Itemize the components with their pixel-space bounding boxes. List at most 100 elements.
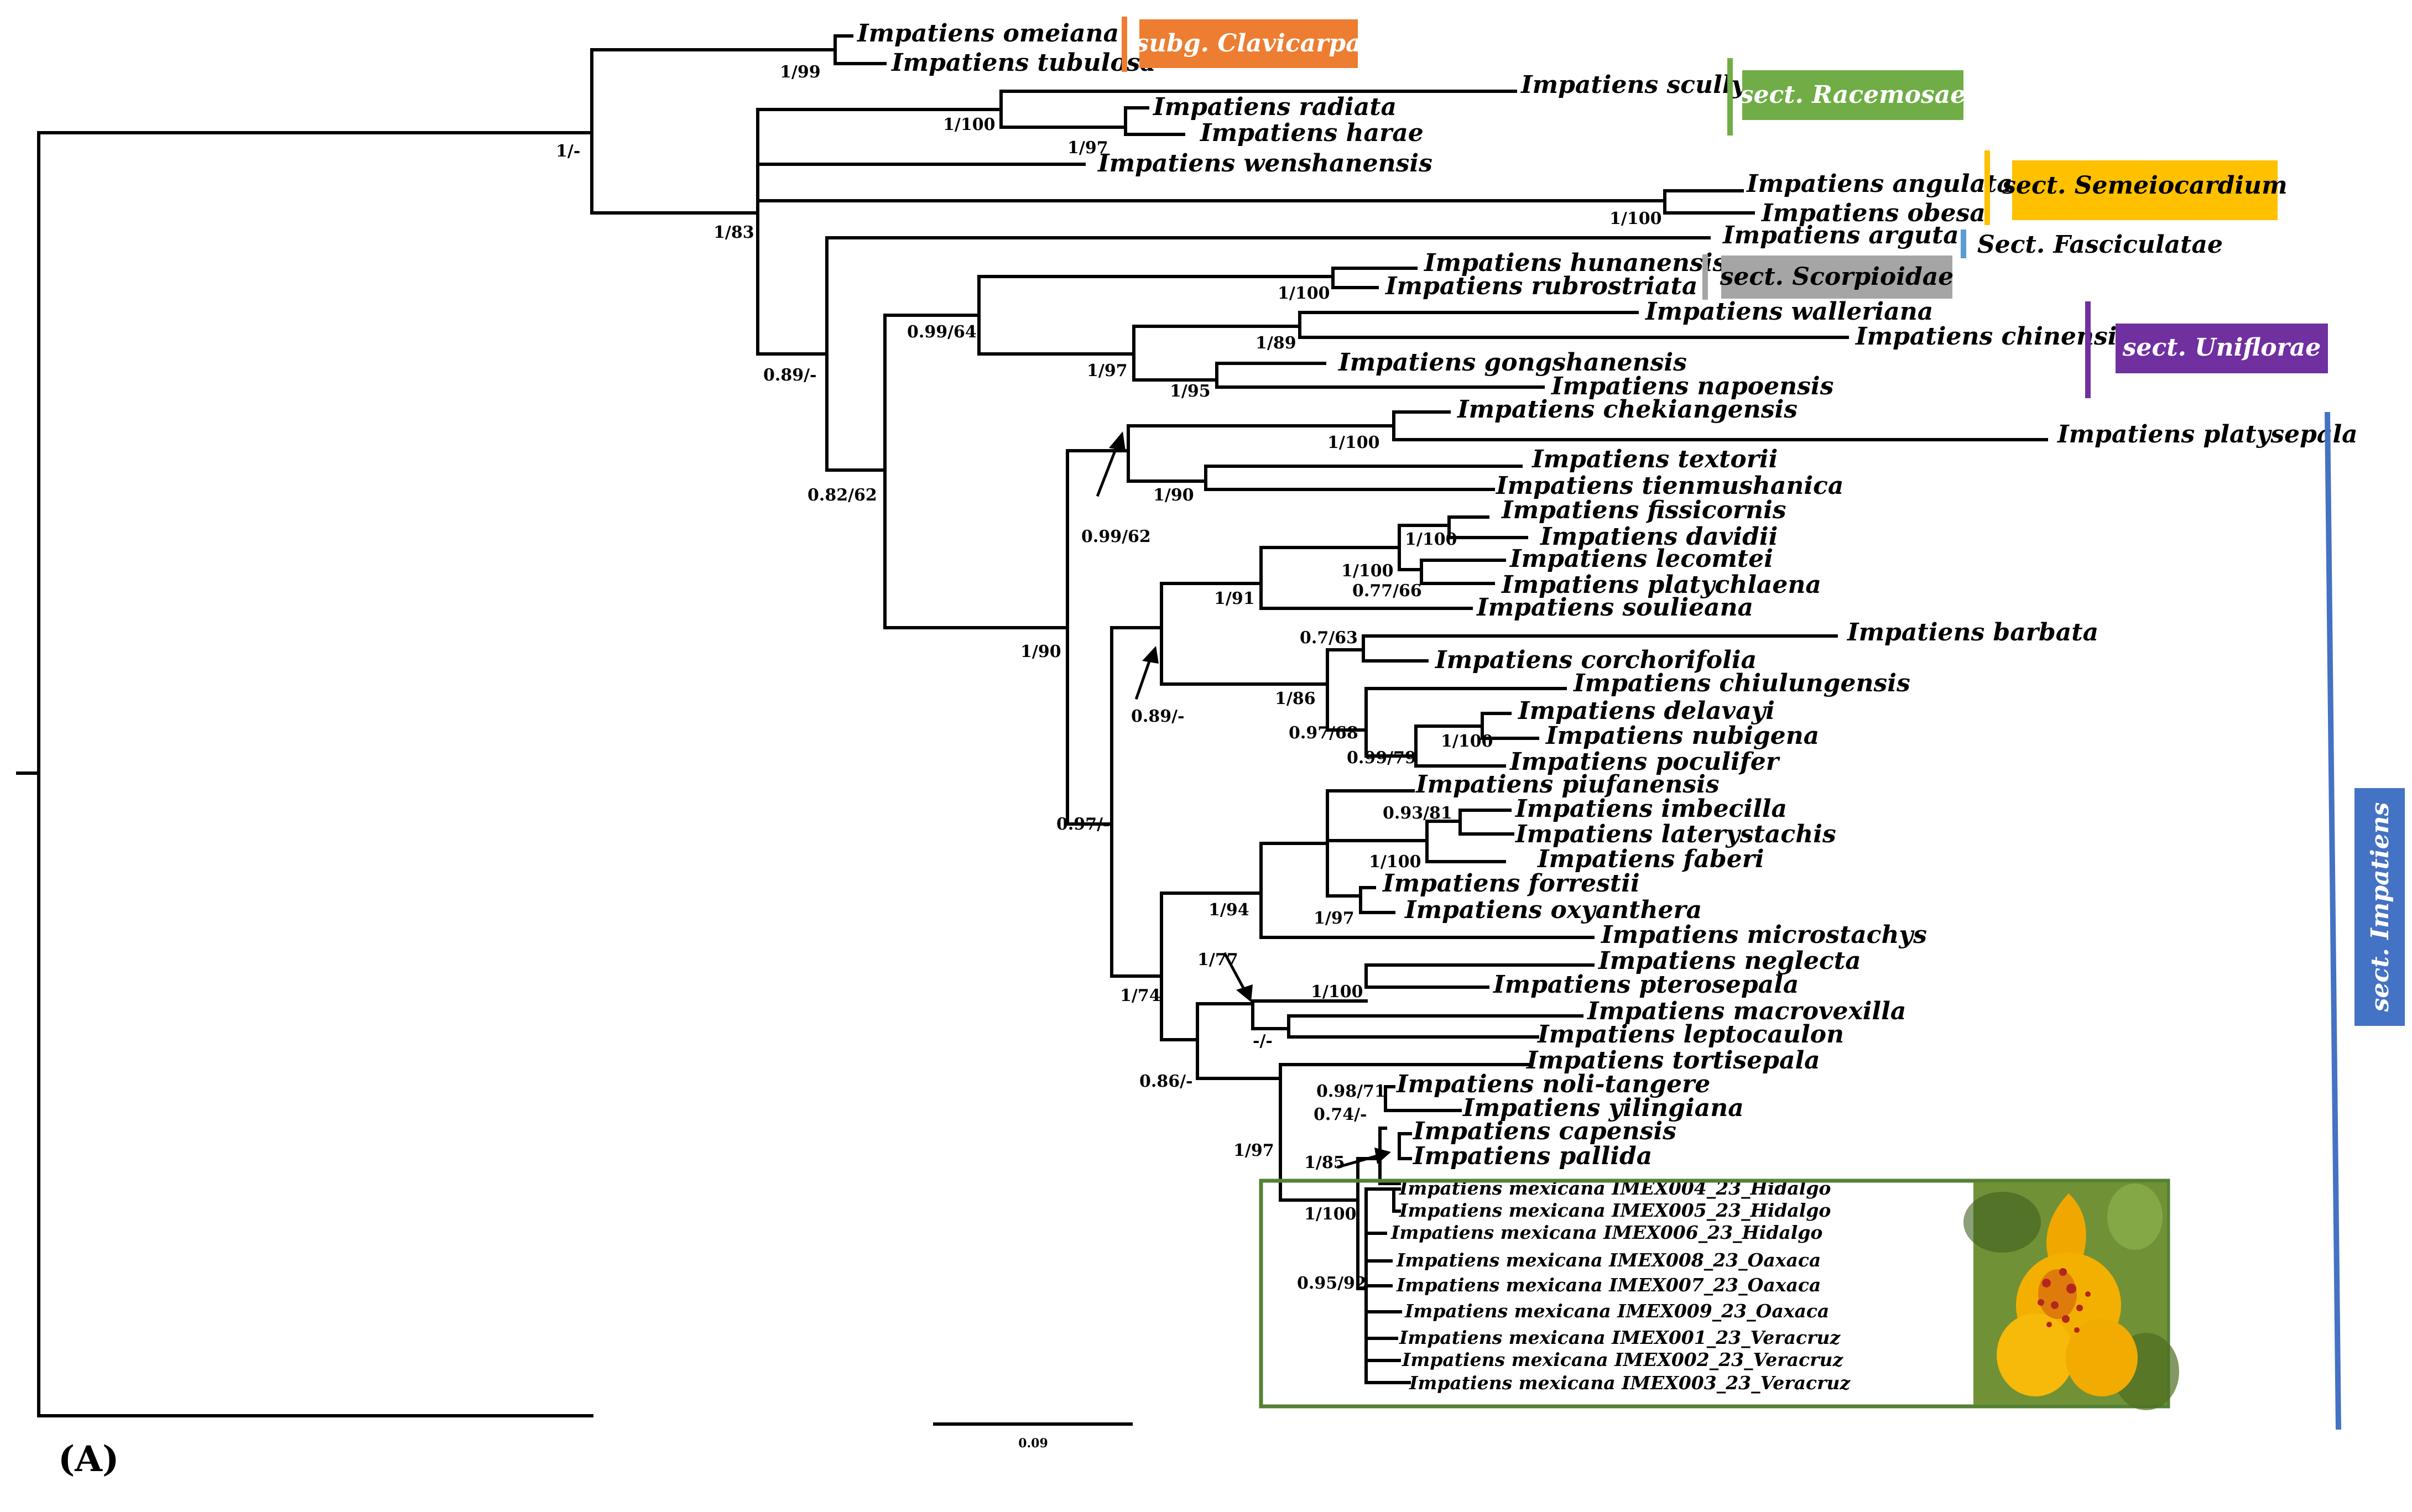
group-bar xyxy=(1961,230,1966,258)
support-value: -/- xyxy=(1253,1031,1273,1051)
support-value: 1/100 xyxy=(1405,530,1457,549)
group-label: sect. Scorpioidae xyxy=(1720,263,1953,291)
support-value: 1/100 xyxy=(1441,732,1493,751)
tip-label: Impatiens tortisepala xyxy=(1525,1046,1820,1075)
support-value: 1/100 xyxy=(1278,284,1330,303)
tip-label: Impatiens nubigena xyxy=(1545,722,1819,750)
support-value: 1/100 xyxy=(1609,209,1661,228)
tip-label: Impatiens mexicana IMEX001_23_Veracruz xyxy=(1399,1327,1841,1348)
group-bar xyxy=(2085,301,2091,398)
group-label: sect. Semeiocardium xyxy=(2002,171,2287,200)
tip-label: Impatiens mexicana IMEX002_23_Veracruz xyxy=(1402,1349,1843,1370)
support-value: 0.89/- xyxy=(763,366,816,385)
group-bar xyxy=(1702,254,1708,300)
scale-bar: 0.09 xyxy=(933,1422,1133,1451)
support-value: 1/74 xyxy=(1120,986,1161,1005)
flower-photo xyxy=(1963,1182,2179,1410)
support-value: 1/90 xyxy=(1153,486,1194,505)
tip-label: Impatiens mexicana IMEX009_23_Oaxaca xyxy=(1404,1300,1829,1322)
support-value: 1/97 xyxy=(1314,909,1355,928)
support-value: 1/100 xyxy=(1369,852,1421,872)
tip-label: Impatiens noli-tangere xyxy=(1395,1070,1710,1098)
support-value: 1/97 xyxy=(1233,1141,1274,1160)
tip-label: Impatiens mexicana IMEX007_23_Oaxaca xyxy=(1396,1274,1821,1296)
tip-label: Impatiens soulieana xyxy=(1476,593,1753,622)
tip-label: Impatiens scullyi xyxy=(1520,71,1755,99)
tip-label: Impatiens radiata xyxy=(1152,93,1397,121)
support-value: 1/- xyxy=(556,142,580,161)
tip-label: Impatiens neglecta xyxy=(1597,947,1861,975)
support-value: 0.98/71 xyxy=(1316,1082,1386,1101)
tip-label: Impatiens laterystachis xyxy=(1514,820,1836,848)
tip-label: Impatiens tienmushanica xyxy=(1495,472,1843,500)
tip-label: Impatiens arguta xyxy=(1722,221,1959,249)
group-label: Sect. Fasciculatae xyxy=(1977,231,2223,259)
tip-label: Impatiens forrestii xyxy=(1382,869,1640,898)
support-value: 0.99/64 xyxy=(907,322,977,342)
support-value: 1/97 xyxy=(1087,361,1128,380)
tip-label: Impatiens pallida xyxy=(1412,1142,1652,1170)
tip-label: Impatiens hunanensis xyxy=(1423,249,1726,277)
tip-label: Impatiens yilingiana xyxy=(1462,1094,1744,1122)
highlight-box xyxy=(1259,1179,2170,1409)
scale-bar-label: 0.09 xyxy=(1018,1436,1048,1451)
support-value: 1/100 xyxy=(1327,433,1379,452)
tip-label: Impatiens platychlaena xyxy=(1501,571,1821,599)
support-value: 0.89/- xyxy=(1131,707,1184,726)
support-value: 1/99 xyxy=(780,62,821,82)
tip-label: Impatiens gongshanensis xyxy=(1337,348,1687,377)
tip-label: Impatiens mexicana IMEX003_23_Veracruz xyxy=(1409,1372,1851,1394)
support-value: 1/77 xyxy=(1197,950,1238,969)
support-value: 0.93/81 xyxy=(1383,804,1452,823)
tip-label: Impatiens napoensis xyxy=(1550,372,1833,400)
tip-label: Impatiens mexicana IMEX006_23_Hidalgo xyxy=(1390,1222,1822,1243)
tip-label: Impatiens davidii xyxy=(1539,523,1778,551)
support-value: 1/86 xyxy=(1275,689,1316,708)
group-label-box xyxy=(2116,324,2328,373)
tip-label: Impatiens faberi xyxy=(1536,845,1764,873)
support-value: 1/90 xyxy=(1020,642,1061,661)
support-value: 1/100 xyxy=(1341,561,1393,581)
group-label-box xyxy=(1742,70,1963,120)
support-value: 1/100 xyxy=(943,115,995,134)
group-bar xyxy=(1727,58,1733,135)
tip-label: Impatiens chinensis xyxy=(1854,322,2130,351)
tip-label: Impatiens pterosepala xyxy=(1492,971,1799,999)
tip-label: Impatiens omeiana xyxy=(856,19,1119,48)
support-value: 0.95/92 xyxy=(1297,1274,1367,1293)
tip-label: Impatiens imbecilla xyxy=(1514,795,1787,823)
tip-label: Impatiens fissicornis xyxy=(1501,496,1786,524)
group-label: sect. Racemosae xyxy=(1739,81,1966,109)
group-bar xyxy=(1984,150,1990,225)
tip-label: Impatiens harae xyxy=(1199,119,1424,147)
tip-label: Impatiens piufanensis xyxy=(1415,770,1720,799)
tip-label: Impatiens lecomtei xyxy=(1509,545,1773,573)
tip-label: Impatiens macrovexilla xyxy=(1586,997,1906,1025)
tip-label: Impatiens barbata xyxy=(1846,618,2098,646)
tip-label: Impatiens delavayi xyxy=(1517,697,1775,725)
support-value: 0.7/63 xyxy=(1300,628,1358,648)
taxonomic-groups: subg. Clavicarpa sect. Racemosae sect. S… xyxy=(1122,17,2405,1430)
group-label-box xyxy=(1139,19,1358,68)
tip-label: Impatiens rubrostriata xyxy=(1384,272,1697,300)
tip-label: Impatiens tubulosa xyxy=(890,49,1156,77)
group-label: sect. Uniflorae xyxy=(2122,333,2321,362)
group-label: sect. Impatiens xyxy=(2366,802,2394,1013)
tip-label: Impatiens platysepala xyxy=(2056,420,2358,449)
tip-label: Impatiens chekiangensis xyxy=(1456,395,1798,424)
tip-label: Impatiens wenshanensis xyxy=(1097,149,1432,178)
tip-label: Impatiens chiulungensis xyxy=(1572,669,1910,697)
support-value: 1/100 xyxy=(1311,982,1363,1002)
tip-label: Impatiens corchorifolia xyxy=(1434,646,1757,674)
support-value: 0.82/62 xyxy=(808,486,877,505)
support-value: 0.99/62 xyxy=(1081,527,1151,546)
tip-label: Impatiens poculifer xyxy=(1509,748,1780,776)
support-value: 1/94 xyxy=(1208,900,1249,920)
tree-branches xyxy=(16,34,2048,1417)
panel-label: (A) xyxy=(58,1438,119,1480)
tip-label: Impatiens mexicana IMEX005_23_Hidalgo xyxy=(1399,1200,1831,1221)
support-value: 0.77/66 xyxy=(1352,581,1422,601)
tip-label: Impatiens capensis xyxy=(1412,1117,1676,1145)
support-value: 1/100 xyxy=(1304,1205,1356,1224)
